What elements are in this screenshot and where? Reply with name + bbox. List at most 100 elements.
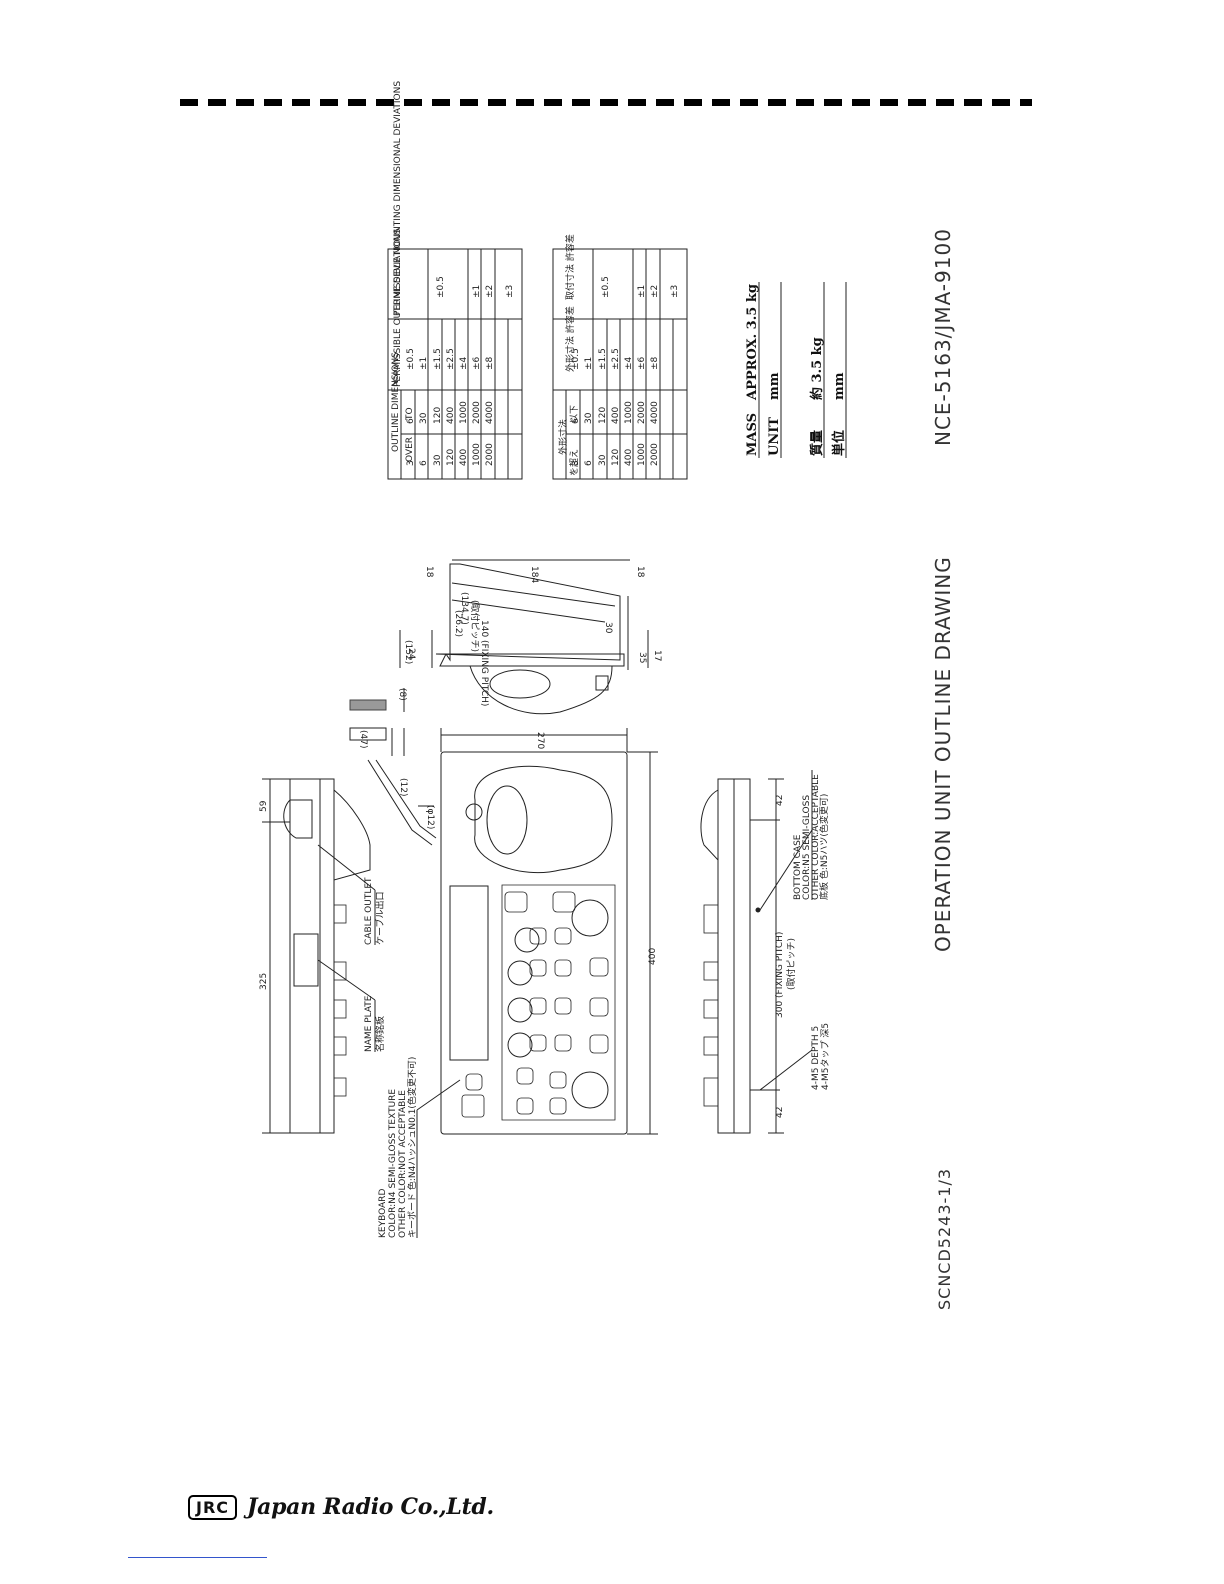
dim-134-7: (134.7) xyxy=(459,592,469,625)
table-jp-row-2-col-2: ±1.5 xyxy=(598,348,608,370)
table-en-row-1-col-0: 6 xyxy=(419,460,429,466)
table-en-row-5-col-1: 2000 xyxy=(472,401,482,424)
table-jp-row-0-col-1: 6 xyxy=(571,418,581,424)
table-jp-mount-2: ±2 xyxy=(650,285,660,298)
table-jp-header-permissible-outline: 外形寸法 許容差 xyxy=(564,306,576,372)
dim-270: 270 xyxy=(535,732,545,749)
mass-value: APPROX. 3.5 kg xyxy=(745,284,760,401)
table-en-row-3-col-0: 120 xyxy=(446,449,456,466)
table-jp-row-5-col-2: ±6 xyxy=(637,356,647,370)
dim-184: 184 xyxy=(529,566,539,583)
table-jp-mount-0: ±0.5 xyxy=(601,276,611,298)
side-view-profile: (152) 24 17 35 184 18 18 30 (26.2) 140 (… xyxy=(399,559,662,715)
table-jp-row-3-col-2: ±2.5 xyxy=(611,348,621,370)
bottom-case-jp: 底板 色:N5ハツ(色変更可) xyxy=(818,794,830,900)
table-en-row-1-col-2: ±1 xyxy=(419,357,429,370)
unit-value: mm xyxy=(767,372,782,400)
table-en-header-permissible-outline: PERMISSIBLE OUTLINE DEVIATIONS xyxy=(393,228,403,387)
name-plate-label-jp: 名称銘板 xyxy=(374,1016,386,1052)
dim-17: 17 xyxy=(652,650,662,661)
table-en-row-3-col-1: 400 xyxy=(446,407,456,424)
unit-label-jp: 単位 xyxy=(831,430,847,456)
mass-unit-block: MASS APPROX. 3.5 kg UNIT mm 質量 約 3.5 kg … xyxy=(745,282,847,458)
cable-outlet-label: CABLE OUTLET xyxy=(364,877,374,945)
table-jp-row-2-col-1: 120 xyxy=(598,407,608,424)
dim-phi12: (φ12) xyxy=(425,805,435,829)
dim-30: 30 xyxy=(603,622,613,634)
company-name: Japan Radio Co.,Ltd. xyxy=(247,1494,494,1520)
table-jp-row-5-col-0: 1000 xyxy=(637,443,647,466)
dim-59: 59 xyxy=(259,800,269,812)
bottom-case-color: COLOR:N5 SEMI-GLOSS xyxy=(802,795,812,900)
document-number: SCNCD5243-1/3 xyxy=(935,1168,954,1310)
table-en-row-2-col-2: ±1.5 xyxy=(433,348,443,370)
table-en-row-0-col-1: 6 xyxy=(406,418,416,424)
table-jp-mount-3: ±3 xyxy=(670,285,680,298)
bottom-case-other: OTHER COLOR:ACCEPTABLE xyxy=(811,774,821,900)
table-en-mount-3: ±3 xyxy=(505,285,515,298)
table-jp-header-outline: 外形寸法 xyxy=(557,419,569,455)
dim-24: 24 xyxy=(406,648,416,660)
table-jp-header-to: 以下 xyxy=(570,405,580,423)
table-en-header-over: OVER xyxy=(405,437,415,462)
keyboard-color: COLOR:N4 SEMI-GLOSS TEXTURE xyxy=(388,1089,398,1238)
dim-140-jp: (取付ピッチ) xyxy=(469,600,480,652)
tolerance-table-en: OUTLINE DIMENSIONS OVER TO PERMISSIBLE O… xyxy=(387,81,523,480)
table-jp-row-3-col-0: 120 xyxy=(611,449,621,466)
dim-26-2: (26.2) xyxy=(453,610,463,637)
table-jp-row-6-col-0: 2000 xyxy=(650,443,660,466)
dim-12: (12) xyxy=(398,778,408,796)
keyboard-other: OTHER COLOR:NOT ACCEPTABLE xyxy=(398,1090,408,1238)
model-number: NCE-5163/JMA-9100 xyxy=(931,228,955,446)
bottom-case-label: BOTTOM CASE xyxy=(793,834,803,900)
table-jp-row-4-col-2: ±4 xyxy=(624,356,634,370)
table-jp-row-0-col-0: 3 xyxy=(571,460,581,466)
screw-label-jp: 4-M5タップ 深5 xyxy=(820,1023,831,1090)
tolerance-table-jp: 外形寸法 を超え 以下 外形寸法 許容差 取付寸法 許容差 36±0.5630±… xyxy=(552,234,688,480)
table-jp-row-1-col-0: 6 xyxy=(584,460,594,466)
table-jp-row-5-col-1: 2000 xyxy=(637,401,647,424)
mass-label: MASS xyxy=(745,413,760,456)
table-en-row-5-col-2: ±6 xyxy=(472,356,482,370)
dim-8: (8) xyxy=(397,688,407,701)
table-en-row-2-col-0: 30 xyxy=(433,454,443,466)
name-plate-label: NAME PLATE xyxy=(364,995,374,1052)
table-en-header-permissible-mount: PERMISSIBLE MOUNTING DIMENSIONAL DEVIATI… xyxy=(393,81,403,316)
table-en-row-4-col-0: 400 xyxy=(459,449,469,466)
table-jp-header-over: を超え xyxy=(568,449,580,476)
table-en-mount-2: ±2 xyxy=(485,285,495,298)
table-en-row-6-col-0: 2000 xyxy=(485,443,495,466)
keyboard-label: KEYBOARD xyxy=(378,1189,388,1238)
cable-outlet-label-jp: ケーブル出口 xyxy=(374,892,386,945)
dim-300-jp: (取付ピッチ) xyxy=(786,938,797,990)
keyboard-jp: キーボード 色:N4ハッシュN0.1(色変更不可) xyxy=(406,1057,418,1238)
mass-label-jp: 質量 xyxy=(809,430,825,456)
cable-detail: (12) (47) (8) (φ12) xyxy=(349,688,437,846)
table-jp-row-0-col-2: ±0.5 xyxy=(571,348,581,370)
dim-152: (152) xyxy=(403,640,413,664)
table-jp-row-4-col-1: 1000 xyxy=(624,401,634,424)
table-en-row-2-col-1: 120 xyxy=(433,407,443,424)
table-en-row-0-col-0: 3 xyxy=(406,460,416,466)
jrc-logo: JRC Japan Radio Co.,Ltd. xyxy=(188,1492,494,1522)
table-en-header-to: TO xyxy=(405,407,415,421)
table-en-row-4-col-2: ±4 xyxy=(459,356,469,370)
dim-18-top: 18 xyxy=(424,566,434,578)
dim-42-left: 42 xyxy=(775,795,785,806)
table-en-mount-0: ±0.5 xyxy=(436,276,446,298)
jrc-mark: JRC xyxy=(188,1494,238,1520)
table-en-row-6-col-1: 4000 xyxy=(485,401,495,424)
bottom-view: 42 42 300 (FIXING PITCH) (取付ピッチ) BOTTOM … xyxy=(700,770,831,1134)
table-jp-row-6-col-2: ±8 xyxy=(650,356,660,370)
table-en-mount-1: ±1 xyxy=(472,285,482,298)
unit-value-jp: mm xyxy=(832,372,847,400)
footer-link-underline xyxy=(128,1557,267,1558)
dim-300: 300 (FIXING PITCH) xyxy=(775,932,785,1018)
table-en-row-1-col-1: 30 xyxy=(419,412,429,424)
dim-47: (47) xyxy=(358,730,368,748)
dim-35: 35 xyxy=(637,652,647,663)
unit-label: UNIT xyxy=(767,417,782,456)
dim-18-bottom: 18 xyxy=(635,566,645,578)
screw-label: 4-M5 DEPTH 5 xyxy=(811,1026,821,1090)
